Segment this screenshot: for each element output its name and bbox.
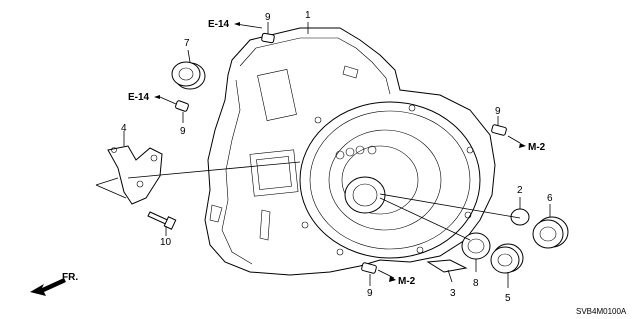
callout-1: 1 <box>305 10 311 21</box>
callout-9-top: 9 <box>265 12 271 23</box>
bolt-part-10 <box>147 211 177 230</box>
diagram-code: SVB4M0100A <box>576 307 627 316</box>
bearing-part-5 <box>490 243 524 274</box>
callout-9-left: 9 <box>180 126 186 137</box>
callout-3: 3 <box>450 288 456 299</box>
clutch-housing <box>204 27 496 276</box>
front-label: FR. <box>62 272 78 283</box>
callout-9-bottom: 9 <box>367 288 373 299</box>
callout-5: 5 <box>505 293 511 304</box>
plate-part-3 <box>426 259 468 273</box>
ref-m2-right: M-2 <box>528 142 546 153</box>
callout-numbers: 1 2 3 4 5 6 7 8 9 9 9 9 10 <box>121 10 553 304</box>
bearing-part-6 <box>532 216 569 249</box>
callout-9-right: 9 <box>495 106 501 117</box>
ref-e14-left: E-14 <box>128 92 150 103</box>
bracket-part-4 <box>107 145 163 205</box>
callout-6: 6 <box>547 193 553 204</box>
callout-2: 2 <box>517 185 523 196</box>
callout-10: 10 <box>160 237 172 248</box>
bearing-part-7 <box>171 61 206 90</box>
callout-8: 8 <box>473 278 479 289</box>
callout-4: 4 <box>121 123 127 134</box>
callout-7: 7 <box>184 38 190 49</box>
front-arrow-icon: FR. <box>30 272 78 296</box>
oil-seal-part-8 <box>461 232 491 260</box>
leader-lines <box>95 22 551 288</box>
dowel-pins-part-9 <box>175 32 507 274</box>
reference-labels: E-14 E-14 M-2 M-2 <box>128 19 546 287</box>
ref-m2-bottom: M-2 <box>398 276 416 287</box>
ref-e14-top: E-14 <box>208 19 230 30</box>
